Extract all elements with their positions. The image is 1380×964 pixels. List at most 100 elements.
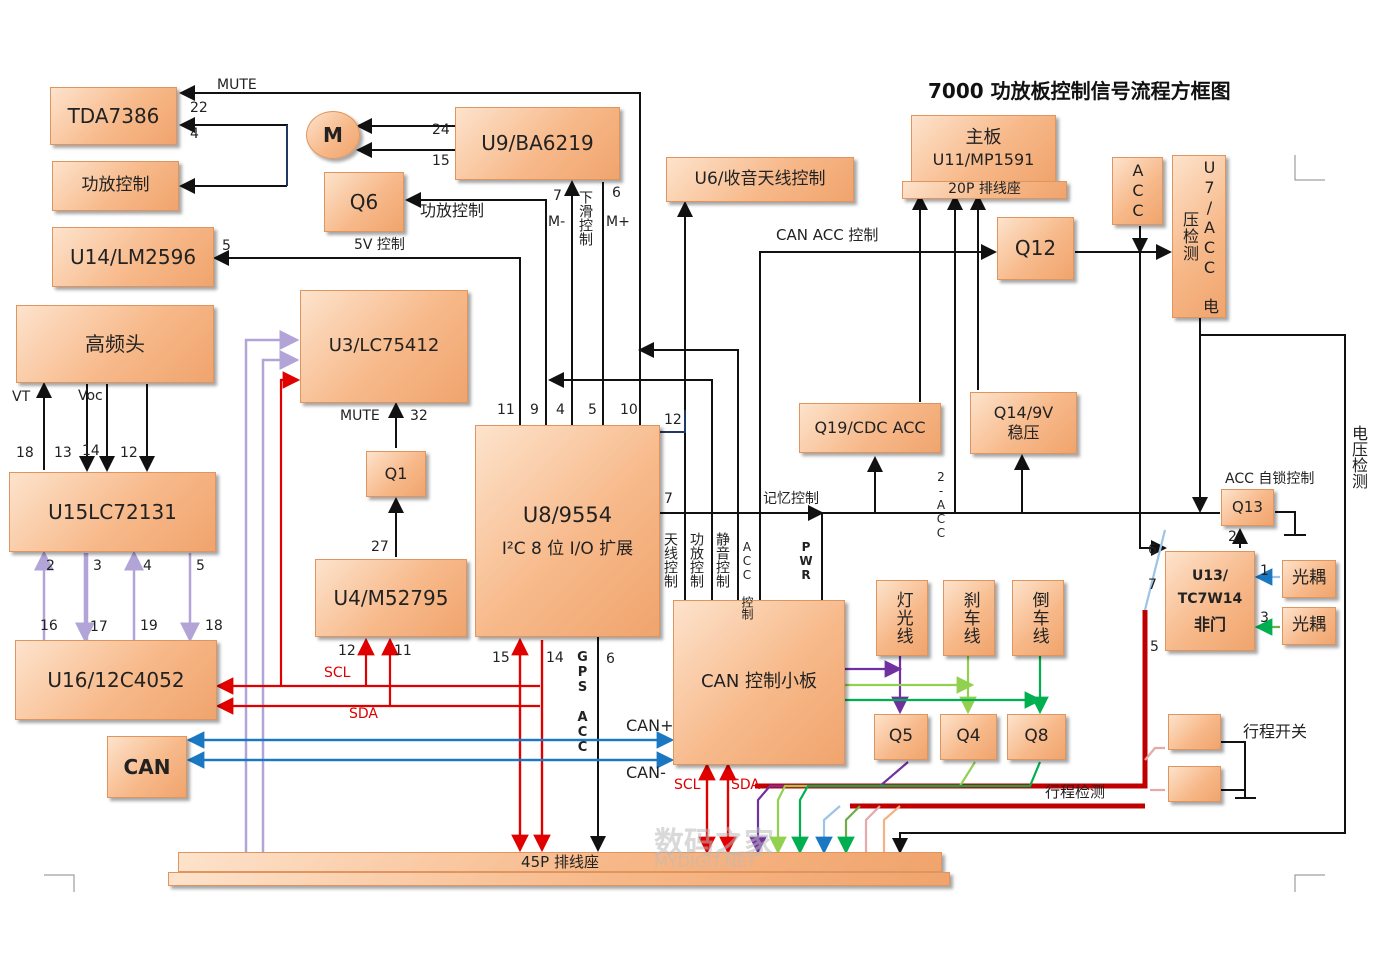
conn20p-block: 20P 排线座 [902, 181, 1067, 199]
label-mute-u3: MUTE [340, 408, 380, 424]
u8-label-line2: I²C 8 位 I/O 扩展 [501, 538, 634, 559]
label-m-minus: M- [548, 214, 566, 230]
label-pin-5c: 5 [588, 402, 597, 418]
label-vt: VT [12, 389, 31, 405]
label-pin-11a: 11 [394, 643, 412, 659]
label-tianxian: 天线控制 [662, 532, 678, 588]
optocoupler-2-label: 光耦 [1292, 615, 1326, 636]
label-pin-2b: 2 [1228, 529, 1237, 545]
gongfang-label: 功放控制 [81, 175, 150, 196]
q4-block: Q4 [940, 714, 997, 760]
label-pin-6a: 6 [612, 185, 621, 201]
mainboard-label-line2: U11/MP1591 [932, 149, 1035, 169]
label-gps-acc: GPS ACC [575, 650, 590, 755]
label-pin-22: 22 [190, 100, 208, 116]
u15-label: U15LC72131 [48, 499, 177, 524]
label-can-plus: CAN+ [626, 716, 674, 735]
gaopin-block: 高频头 [16, 305, 214, 383]
q6-block: Q6 [324, 172, 404, 232]
can-label: CAN [123, 754, 171, 779]
u7-block: U7/ACC 电压检测 [1172, 155, 1226, 318]
u7-label: U7/ACC 电压检测 [1180, 158, 1219, 315]
mainboard-block: 主板 U11/MP1591 [911, 115, 1056, 182]
q6-label: Q6 [349, 189, 379, 214]
u8-block: U8/9554 I²C 8 位 I/O 扩展 [475, 425, 660, 637]
label-gongfang-ctrl: 功放控制 [420, 201, 485, 220]
label-sda-left: SDA [349, 706, 378, 722]
q14-label-line1: Q14/9V [993, 403, 1054, 422]
label-pin-5b: 5 [196, 558, 205, 574]
gaopin-label: 高频头 [85, 331, 145, 356]
u4-label: U4/M52795 [333, 585, 449, 610]
u16-label: U16/12C4052 [47, 667, 185, 692]
label-dianya: 电压检测 [1349, 425, 1368, 489]
label-pin-9: 9 [530, 402, 539, 418]
label-jingyin: 静音控制 [714, 532, 730, 588]
label-pin-1: 1 [1260, 563, 1269, 579]
q12-label: Q12 [1014, 236, 1057, 260]
label-pin-18b: 18 [205, 618, 223, 634]
reverse-line-block: 倒车线 [1012, 580, 1064, 656]
label-pwr: PWR [799, 540, 813, 582]
label-pin-18a: 18 [16, 445, 34, 461]
label-pin-7c: 7 [1148, 577, 1157, 593]
label-mute-top: MUTE [217, 77, 257, 93]
u4-block: U4/M52795 [315, 559, 467, 637]
u14-block: U14/LM2596 [52, 227, 214, 287]
label-pin-4a: 4 [190, 126, 199, 142]
travel-switch-1 [1168, 714, 1221, 750]
label-pin-3b: 3 [1260, 610, 1269, 626]
tda7386-label: TDA7386 [67, 103, 160, 128]
label-pin-24: 24 [432, 122, 450, 138]
label-acc-ctrl: ACC 控制 [740, 540, 754, 620]
brake-line-block: 刹车线 [943, 580, 995, 656]
u6-block: U6/收音天线控制 [666, 157, 854, 202]
label-pin-19: 19 [140, 618, 158, 634]
mainboard-label-line1: 主板 [965, 127, 1002, 149]
u15-block: U15LC72131 [9, 472, 216, 552]
u9-block: U9/BA6219 [455, 107, 620, 180]
light-line-block: 灯光线 [876, 580, 928, 656]
label-pin-32: 32 [410, 408, 428, 424]
u9-label: U9/BA6219 [481, 131, 594, 155]
label-jiyi: 记忆控制 [763, 491, 819, 507]
label-xiahua: 下滑控制 [577, 190, 593, 246]
label-voc: Voc [78, 388, 103, 404]
gongfang-block: 功放控制 [52, 161, 179, 211]
label-pin-4c: 4 [556, 402, 565, 418]
q1-block: Q1 [366, 451, 426, 497]
q5-label: Q5 [888, 726, 914, 747]
u16-block: U16/12C4052 [15, 640, 217, 720]
reverse-line-label: 倒车线 [1028, 591, 1049, 645]
conn45p-block: 45P 排线座 [178, 852, 942, 872]
can-board-block: CAN 控制小板 [673, 600, 845, 765]
q5-block: Q5 [874, 714, 928, 760]
label-scl-bottom: SCL [674, 777, 701, 793]
conn45p-base [168, 872, 950, 886]
u13-block: U13/ TC7W14 非门 [1165, 551, 1255, 651]
conn45p-label: 45P 排线座 [521, 852, 599, 871]
u13-label-line1: U13/ [1192, 567, 1228, 584]
label-pin-14b: 14 [546, 650, 564, 666]
label-pin-27: 27 [371, 539, 389, 555]
tda7386-block: TDA7386 [50, 87, 177, 145]
label-sda-bottom: SDA [731, 777, 760, 793]
light-line-label: 灯光线 [892, 591, 913, 645]
label-pin-12b: 12 [338, 643, 356, 659]
q19-label: Q19/CDC ACC [814, 418, 926, 437]
q12-block: Q12 [997, 217, 1074, 280]
q13-block: Q13 [1221, 489, 1274, 526]
can-block: CAN [107, 736, 187, 798]
label-pin-5d: 5 [1150, 639, 1159, 655]
q8-label: Q8 [1024, 726, 1049, 747]
q1-label: Q1 [384, 464, 408, 483]
label-xingcheng-detect: 行程检测 [1045, 783, 1106, 801]
optocoupler-2-block: 光耦 [1282, 607, 1336, 645]
u13-label-line3: 非门 [1193, 614, 1226, 634]
label-pin-3: 3 [93, 558, 102, 574]
motor-label: M [323, 122, 343, 147]
optocoupler-1-label: 光耦 [1292, 568, 1326, 589]
motor-block: M [306, 111, 360, 159]
label-pin-14a: 14 [82, 443, 100, 459]
